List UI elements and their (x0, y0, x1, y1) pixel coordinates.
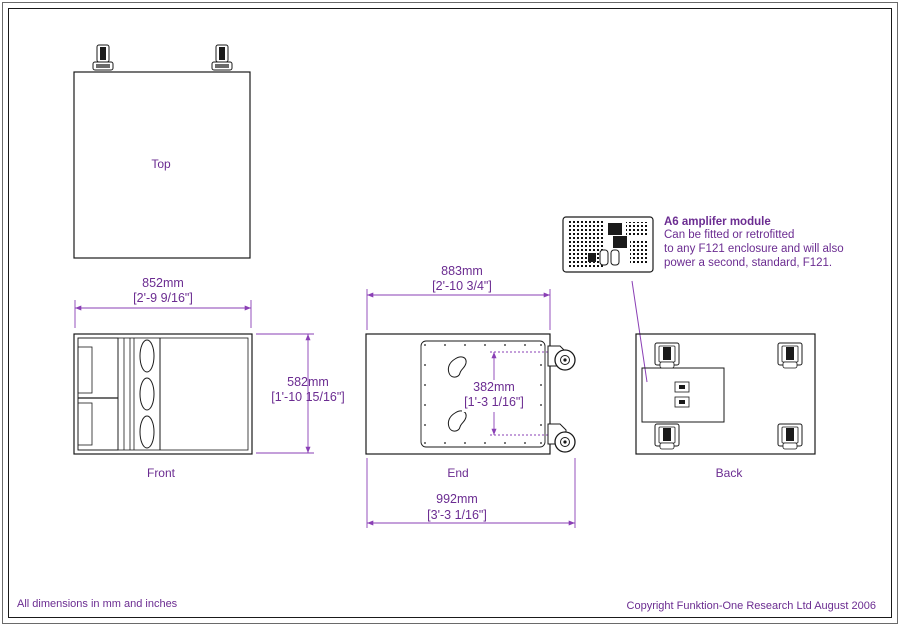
top-view-outline (73, 71, 251, 259)
dim-width-mm: 852mm (142, 276, 184, 290)
back-view: Back (635, 333, 816, 480)
back-castor-top-right (777, 342, 803, 369)
back-castor-top-left (654, 342, 680, 369)
end-view-outline (365, 333, 551, 455)
dim-height-in: [1'-10 15/16"] (271, 390, 345, 404)
dim-wheel-spacing-in: [1'-3 1/16"] (464, 395, 524, 409)
back-castor-bottom-right (777, 423, 803, 450)
end-label: End (447, 466, 468, 480)
amplifier-module: A6 amplifer module Can be fitted or retr… (562, 216, 844, 383)
dim-depth-mm: 883mm (441, 264, 483, 278)
end-view: 883mm [2'-10 3/4"] 382mm [1'-3 1/16"] (365, 264, 576, 528)
front-view-outline (73, 333, 253, 455)
back-amp-plate (641, 367, 725, 423)
back-label: Back (716, 466, 744, 480)
dim-depth-total-in: [3'-3 1/16"] (427, 508, 487, 522)
amplifier-desc-line1: Can be fitted or retrofitted (664, 229, 794, 241)
dim-depth-in: [2'-10 3/4"] (432, 279, 492, 293)
top-handle-left (92, 44, 114, 71)
top-view: Top (73, 44, 251, 259)
amplifier-leader-line (631, 280, 648, 383)
amplifier-title: A6 amplifer module (664, 216, 771, 228)
front-view: 852mm [2'-9 9/16"] 582mm [1'-10 15/16"] … (73, 276, 345, 480)
inner-border (8, 8, 892, 618)
amplifier-desc-line3: power a second, standard, F121. (664, 257, 832, 269)
back-castor-bottom-left (654, 423, 680, 450)
dim-width-in: [2'-9 9/16"] (133, 291, 193, 305)
end-castor-top (547, 345, 576, 371)
dim-height-mm: 582mm (287, 375, 329, 389)
end-side-plate (420, 340, 546, 448)
dim-depth-total-mm: 992mm (436, 492, 478, 506)
front-label: Front (147, 466, 176, 480)
footer-note: All dimensions in mm and inches (17, 598, 178, 610)
end-castor-bottom (547, 423, 576, 453)
amplifier-desc-line2: to any F121 enclosure and will also (664, 243, 844, 255)
back-view-outline (635, 333, 816, 455)
top-handle-right (211, 44, 233, 71)
footer-copyright: Copyright Funktion-One Research Ltd Augu… (627, 600, 876, 612)
dim-wheel-spacing-mm: 382mm (473, 380, 515, 394)
top-label: Top (151, 157, 171, 171)
